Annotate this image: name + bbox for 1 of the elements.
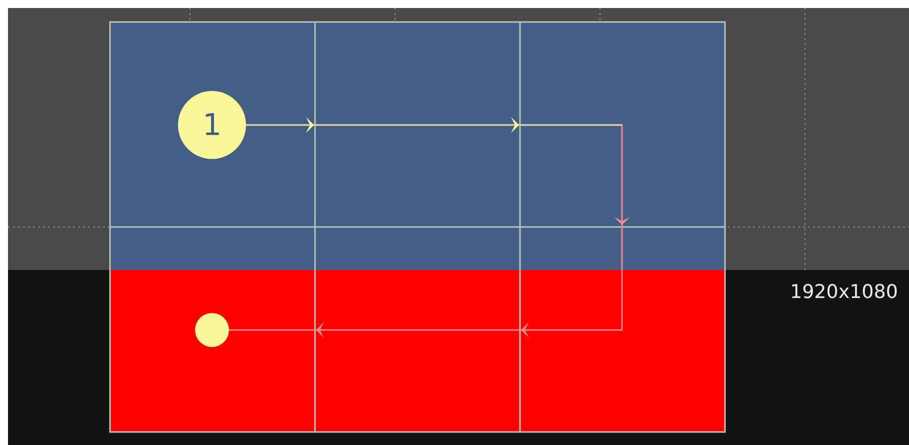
resolution-label: 1920x1080	[790, 281, 898, 303]
